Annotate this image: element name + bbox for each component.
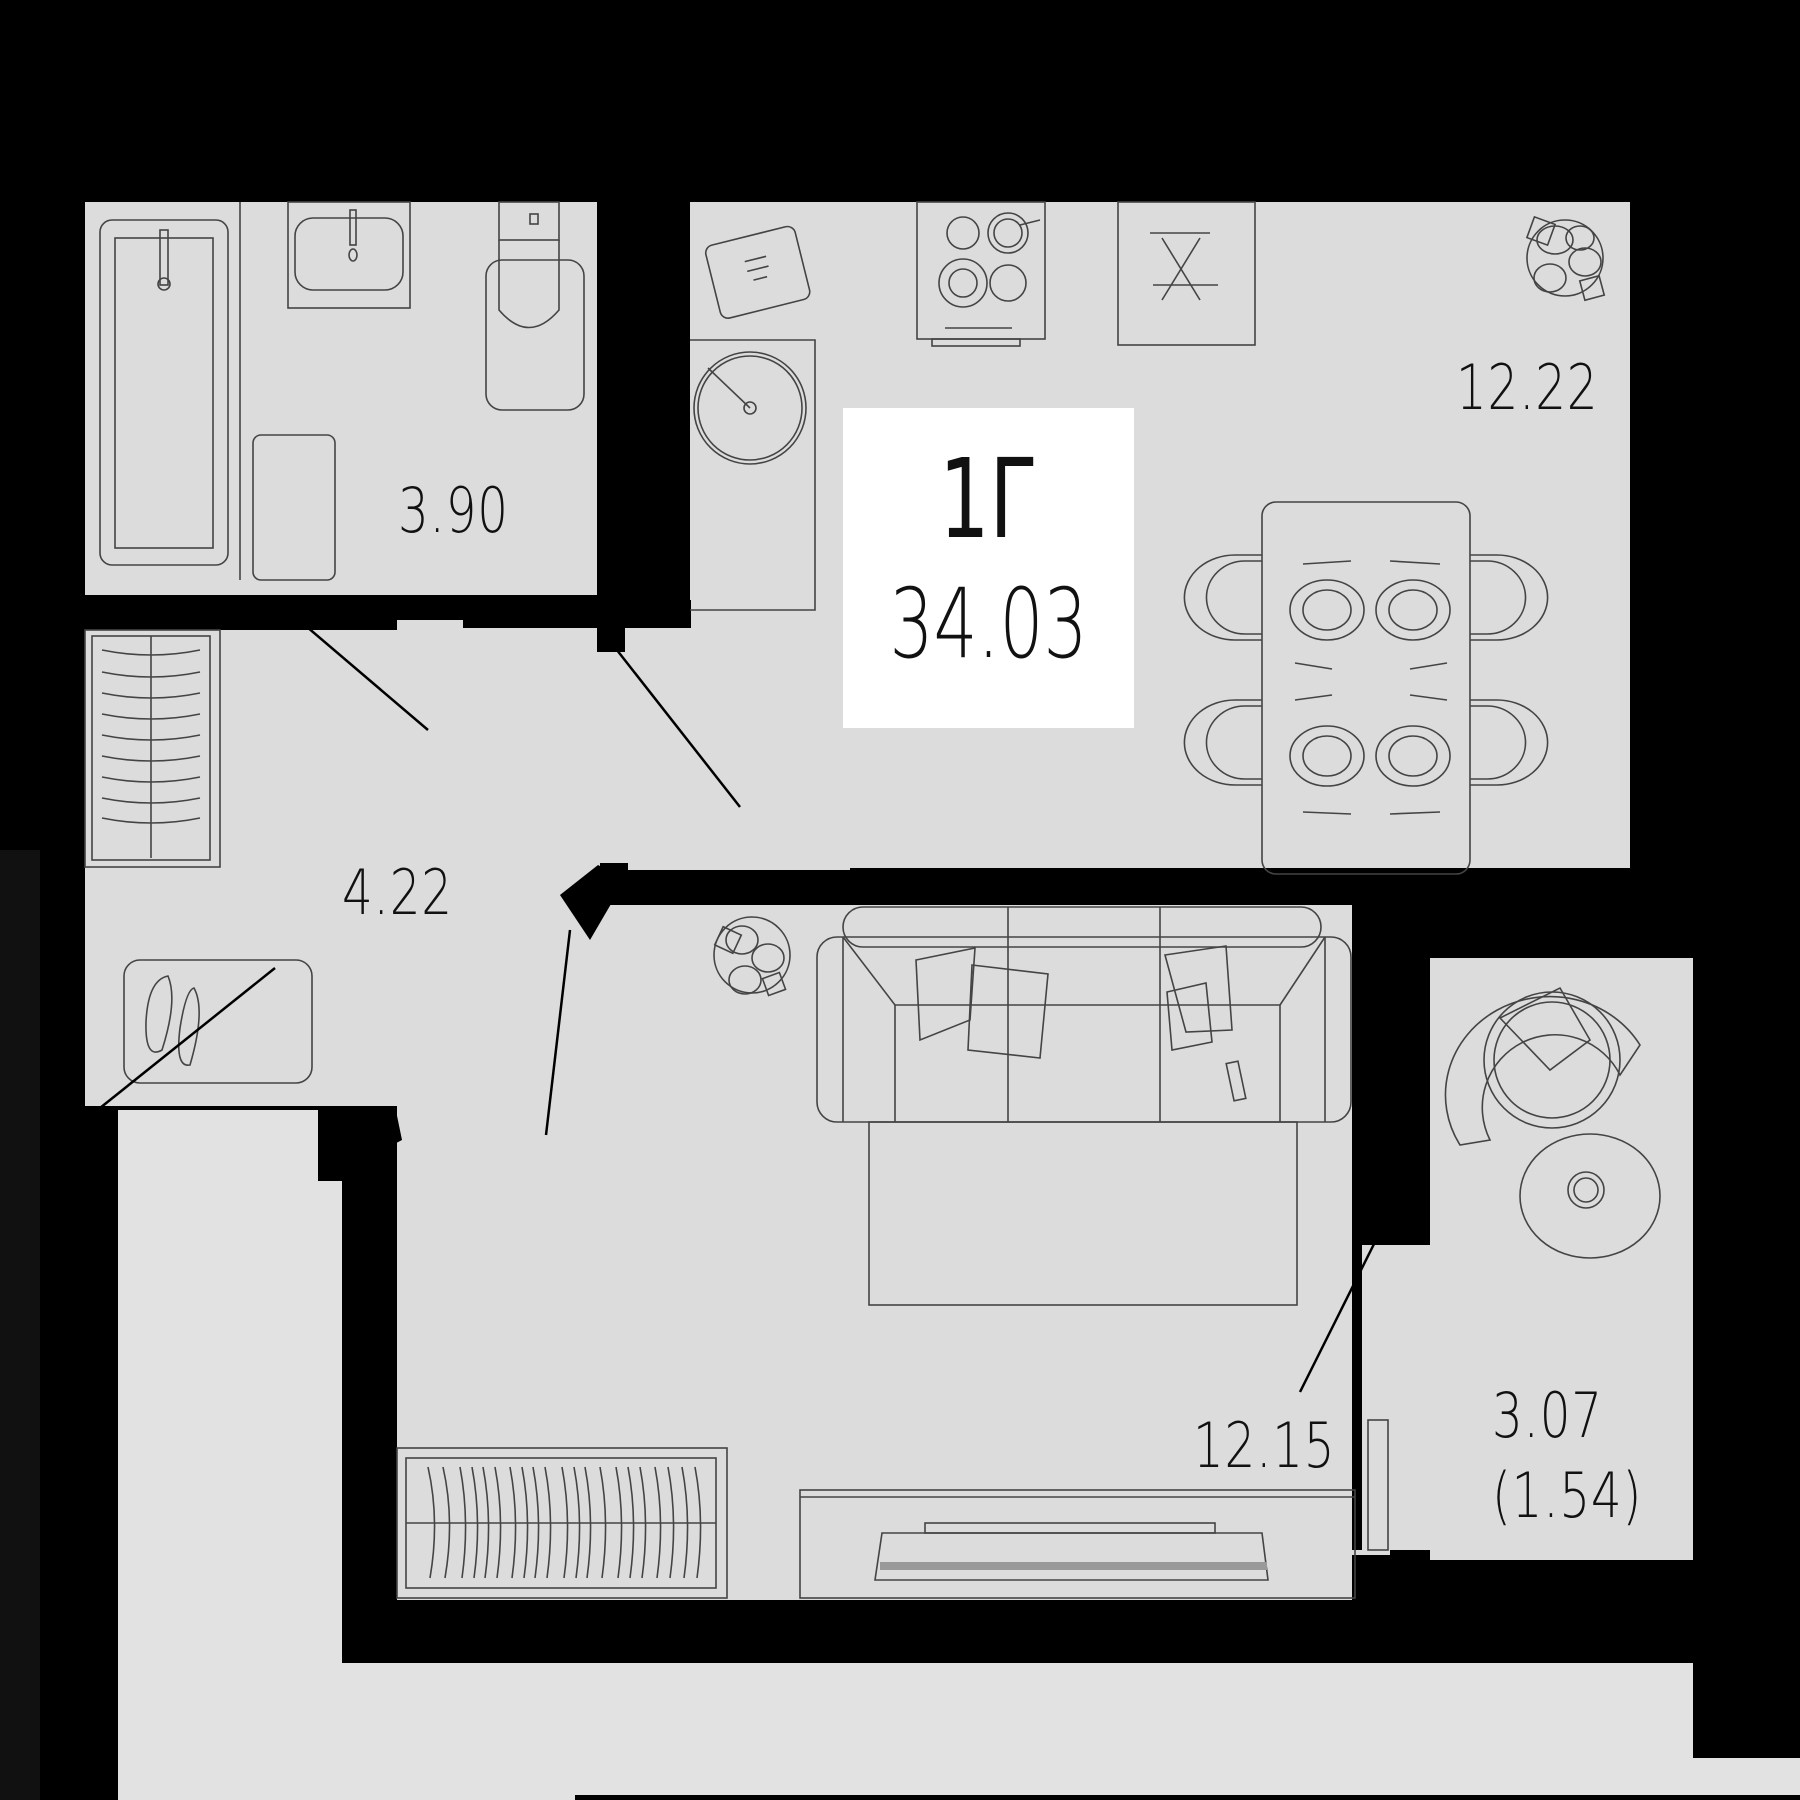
sink-icon <box>287 201 411 309</box>
wall-bath-kitchen <box>597 202 690 625</box>
door-kitchen[interactable] <box>612 644 741 808</box>
door-living[interactable] <box>544 929 572 1136</box>
stove-icon <box>916 201 1046 347</box>
bathtub-icon <box>99 202 241 580</box>
room-area-living: 12.15 <box>1193 1409 1336 1482</box>
tv-stand-icon <box>799 1489 1356 1599</box>
wall-kitchen-living <box>600 870 1652 905</box>
kitchen-counter <box>690 339 816 611</box>
room-area-bathroom: 3.90 <box>398 474 509 547</box>
apartment-title-box: 1Г 34.03 <box>843 408 1134 728</box>
side-table-icon <box>1519 1133 1661 1259</box>
apartment-total-area: 34.03 <box>889 568 1088 680</box>
door-balcony[interactable] <box>1298 1211 1392 1393</box>
plant-icon <box>1525 215 1606 302</box>
wardrobe-living-icon <box>396 1447 728 1599</box>
bath-mat-icon <box>252 434 336 581</box>
sofa-icon <box>816 906 1352 1306</box>
wardrobe-hallway-icon <box>84 629 221 868</box>
room-bathroom <box>85 202 597 595</box>
door-bathroom[interactable] <box>292 614 429 731</box>
fridge-icon <box>1117 201 1256 346</box>
room-area-balcony-reduced: (1.54) <box>1492 1459 1643 1532</box>
shoe-mat-icon <box>123 959 313 1084</box>
wall-bath-hall <box>85 598 290 626</box>
room-balcony <box>1430 958 1693 1570</box>
plant-living-icon <box>713 916 791 997</box>
kitchen-sink-icon <box>693 351 807 465</box>
wall-living-balcony <box>1352 905 1430 1245</box>
balcony-frame-icon <box>1367 1419 1389 1551</box>
apartment-code: 1Г <box>939 435 1038 563</box>
dining-table-icon <box>1183 501 1549 875</box>
armchair-icon <box>1444 986 1641 1146</box>
room-area-balcony: 3.07 <box>1492 1379 1603 1452</box>
room-area-kitchen: 12.22 <box>1456 351 1599 424</box>
cutting-board-icon <box>704 225 811 319</box>
toilet-icon <box>485 201 585 411</box>
door-entrance[interactable] <box>99 967 276 1109</box>
room-area-hallway: 4.22 <box>342 856 453 929</box>
